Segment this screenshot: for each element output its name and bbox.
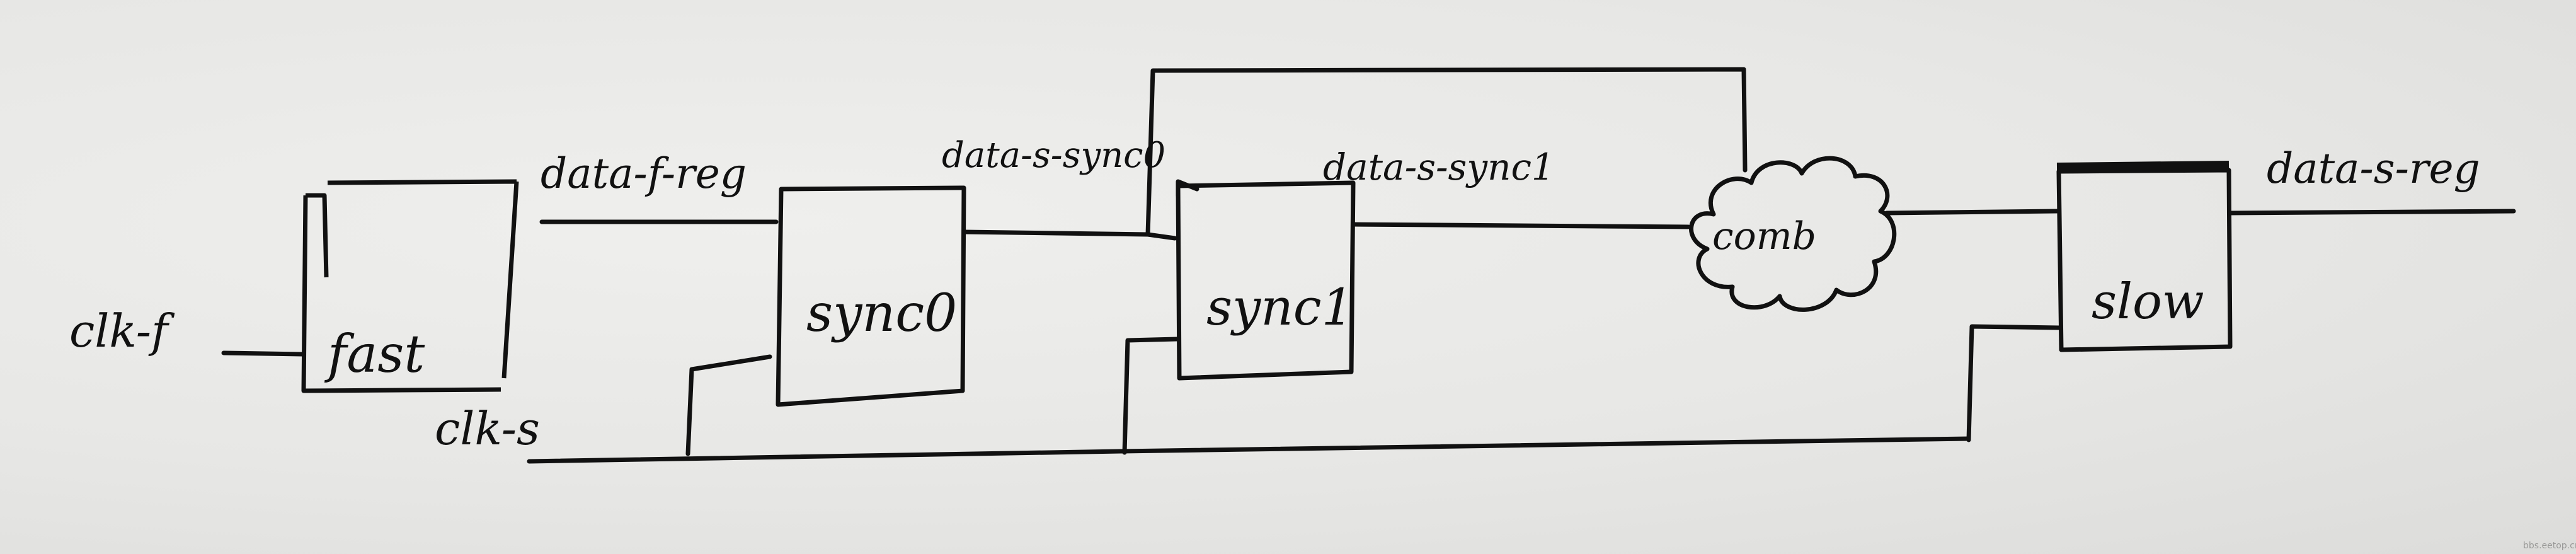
clk-s-to-sync1 (1122, 337, 1179, 455)
sync1-block (1176, 180, 1356, 381)
comb-out-wire (1884, 209, 2059, 216)
slow-block (2056, 168, 2233, 352)
clk-s-bus (527, 436, 1971, 464)
feedback-loop-wire (1145, 67, 1748, 237)
data-s-reg-label: data-s-reg (2267, 144, 2480, 193)
clk-s-label: clk-s (435, 402, 540, 455)
data-s-sync0-wire (961, 229, 1177, 241)
comb-label: comb (1712, 214, 1816, 258)
data-s-sync1-wire (1351, 222, 1691, 229)
clk-f-wire (221, 350, 305, 357)
clk-s-to-sync0 (685, 354, 772, 456)
clk-s-to-slow (1966, 324, 2061, 442)
data-s-sync1-label: data-s-sync1 (1323, 146, 1555, 188)
sync0-label: sync0 (806, 284, 957, 343)
data-s-sync0-label: data-s-sync0 (942, 135, 1165, 176)
data-s-reg-wire (2228, 209, 2516, 216)
watermark-text: bbs.eetop.cn (2523, 541, 2576, 551)
comb-cloud (1689, 156, 1897, 312)
sync1-label: sync1 (1206, 278, 1353, 337)
fast-label: fast (324, 325, 425, 384)
slow-block-top-heavy (2056, 161, 2230, 171)
data-f-reg-label: data-f-reg (541, 149, 747, 198)
slow-label: slow (2092, 274, 2204, 330)
clk-f-label: clk-f (69, 304, 175, 357)
sync0-block (776, 185, 966, 407)
sync1-notch (1176, 179, 1199, 198)
fast-block (301, 179, 519, 393)
